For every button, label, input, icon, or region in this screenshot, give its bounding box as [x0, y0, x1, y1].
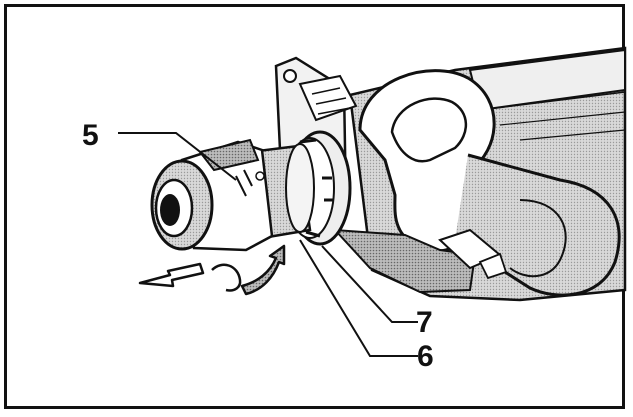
- handle-base: [332, 228, 508, 294]
- rotation-arrow-icon: [211, 244, 286, 296]
- callout-number-6: 6: [417, 340, 434, 373]
- side-handle: [358, 69, 621, 297]
- callout-number-5: 5: [82, 119, 99, 152]
- callout-number-7: 7: [416, 306, 433, 339]
- chuck-5: [150, 138, 274, 252]
- arrow-left-icon: [138, 262, 205, 288]
- leader-lines: [118, 132, 418, 357]
